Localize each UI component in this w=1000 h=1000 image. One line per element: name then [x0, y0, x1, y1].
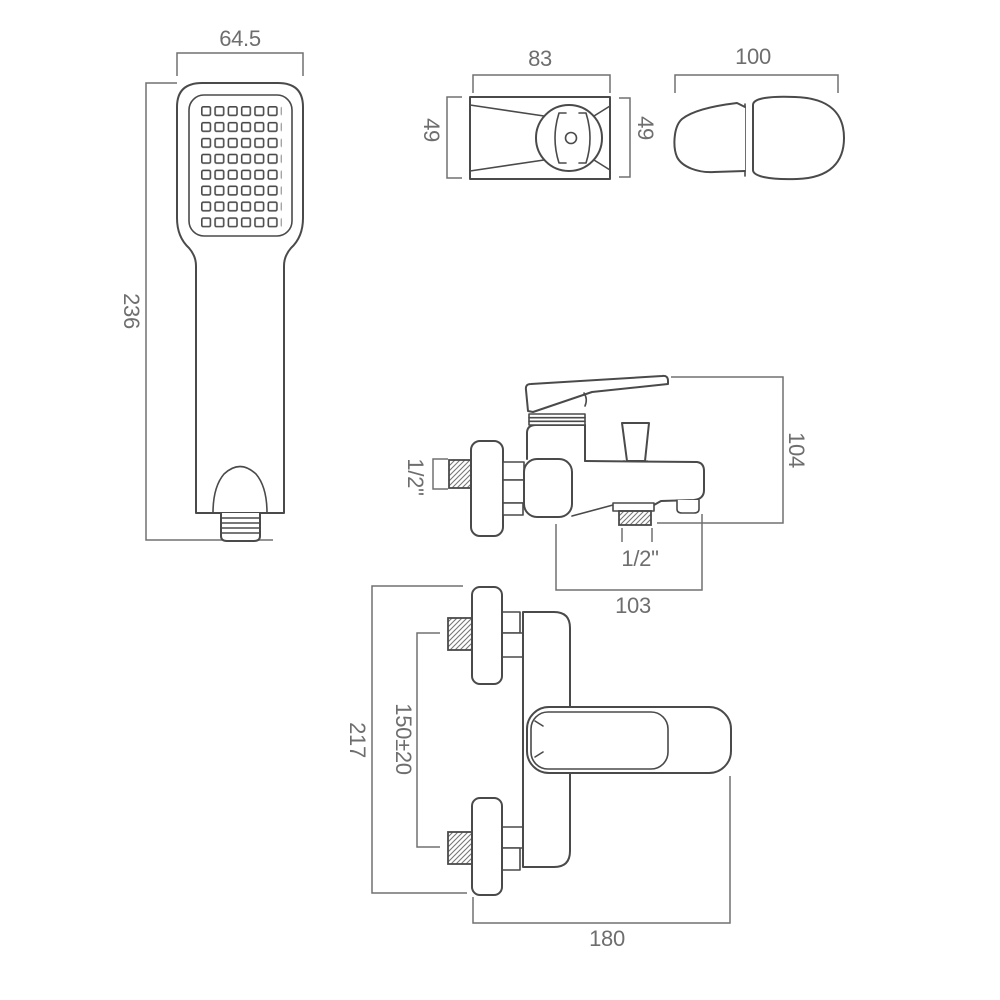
bracket-top-cradle-lines	[469, 104, 611, 172]
mixer-side-diverter-knob	[621, 422, 650, 462]
bracket-side-height-dim-line	[619, 97, 631, 178]
bracket-side-width-dim-line	[674, 74, 839, 93]
mixer-front-lower-nut-b	[501, 847, 521, 871]
mixer-front-centres-dim-label: 150±20	[391, 703, 416, 775]
mixer-front-lower-escutcheon	[471, 797, 503, 896]
mixer-front-lever-marks	[534, 720, 544, 758]
mixer-front-width-dim-line	[472, 776, 731, 924]
hand-shower-width-dim-line	[176, 52, 304, 76]
mixer-side-outlet-thread	[618, 510, 652, 526]
mixer-side-spout-underside	[571, 504, 614, 517]
mixer-side-depth-dim-line	[555, 514, 703, 591]
mixer-front-overall-height-dim-label: 217	[345, 722, 370, 758]
bracket-top-clip-left	[554, 112, 567, 164]
mixer-side-outlet-dim-line	[621, 528, 653, 542]
mixer-side-valve-housing	[526, 424, 586, 462]
mixer-front-width-dim-label: 180	[589, 926, 625, 951]
bracket-top-depth-dim-label: 49	[419, 118, 444, 142]
mixer-front-upper-nut-a	[501, 611, 521, 634]
hand-shower-thread-connector	[220, 512, 261, 542]
mixer-side-nut-band1	[502, 461, 525, 481]
hand-shower-inlet-dome	[212, 465, 268, 514]
mixer-side-collar	[528, 413, 586, 426]
mixer-front-upper-nipple	[447, 617, 473, 651]
bracket-top-view: 83 49	[419, 46, 611, 180]
hand-shower-height-dim-label: 236	[119, 293, 144, 329]
mixer-side-collar-rings	[528, 416, 586, 423]
bracket-top-width-dim-line	[472, 74, 611, 93]
mixer-side-height-dim-line	[657, 376, 784, 524]
hand-shower-width-dim-label: 64.5	[219, 26, 261, 51]
hand-shower-thread-lines	[220, 517, 261, 534]
mixer-side-escutcheon	[470, 440, 504, 537]
mixer-front-upper-nut-b	[501, 632, 524, 658]
hand-shower-nozzle-grid	[200, 105, 282, 228]
bracket-top-depth-dim-line	[446, 96, 462, 179]
mixer-side-nut-band3	[502, 502, 524, 516]
mixer-side-inlet-dim-line	[432, 458, 448, 490]
bracket-side-clip	[673, 102, 746, 174]
mixer-side-outlet-collar	[612, 502, 655, 512]
mixer-side-lever-pin	[583, 392, 588, 407]
bracket-top-holder-ring	[535, 104, 603, 172]
bracket-side-width-dim-label: 100	[735, 44, 771, 69]
mixer-side-inlet-nipple	[448, 459, 472, 489]
hand-shower-height-dim-line	[145, 82, 273, 541]
mixer-front-lever	[526, 706, 732, 774]
hand-shower-view: 64.5 236	[119, 26, 304, 542]
mixer-front-upper-escutcheon	[471, 586, 503, 685]
bracket-top-screw-hole	[564, 131, 578, 145]
mixer-front-lever-face	[530, 711, 669, 770]
mixer-side-inlet-dim-label: 1/2"	[403, 458, 428, 495]
bracket-top-clip-right	[578, 112, 591, 164]
mixer-front-overall-height-dim-line	[371, 585, 467, 894]
mixer-side-union-block	[523, 458, 573, 518]
bracket-side-view: 100 49	[619, 44, 845, 181]
mixer-front-lower-nut-a	[501, 826, 524, 849]
mixer-front-view: 217 150±20 180	[345, 585, 732, 951]
mixer-front-centres-dim-line	[416, 632, 440, 848]
mixer-side-spout	[584, 460, 705, 506]
mixer-front-lower-nipple	[447, 831, 473, 865]
mixer-side-depth-dim-label: 103	[615, 593, 651, 618]
mixer-side-lever	[524, 374, 669, 413]
bracket-side-wall-mount	[752, 95, 845, 181]
mixer-side-outlet-dim-label: 1/2"	[621, 546, 658, 571]
mixer-side-view: 104 103 1/2" 1/2"	[403, 374, 809, 618]
mixer-side-height-dim-label: 104	[784, 432, 809, 468]
hand-shower-face-plate	[188, 94, 293, 237]
bracket-side-height-dim-label: 49	[633, 116, 658, 140]
mixer-side-aerator	[676, 499, 700, 514]
bracket-top-width-dim-label: 83	[528, 46, 552, 71]
